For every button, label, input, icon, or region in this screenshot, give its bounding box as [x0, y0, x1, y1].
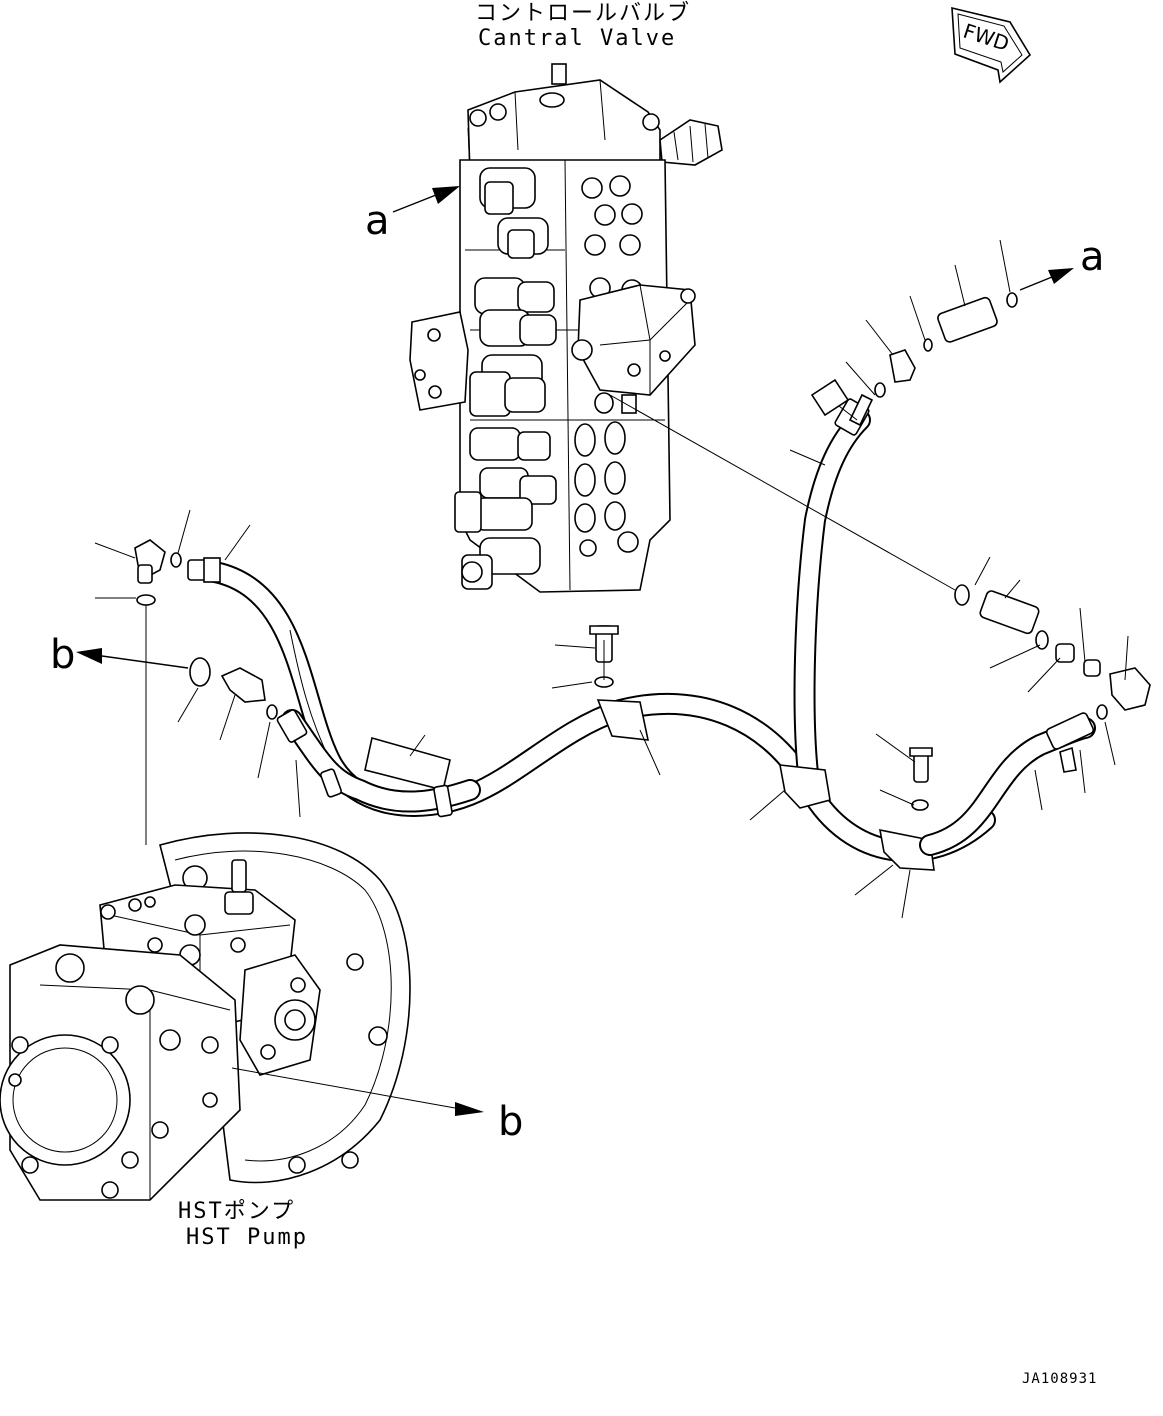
valve-spools — [454, 167, 557, 590]
control-valve — [409, 63, 723, 593]
ref-b-pump: b — [498, 1099, 523, 1145]
arrow-b-left — [76, 648, 189, 669]
leader-oring-6 — [1104, 721, 1116, 766]
leader-clamp-right-3 — [901, 869, 911, 919]
leader-bolt-right — [875, 733, 916, 763]
leader-plug-2 — [1079, 607, 1086, 663]
clamp-mid — [589, 625, 650, 741]
leader-washer-mid — [551, 681, 593, 689]
leader-fitting-right — [1079, 749, 1086, 794]
leader-hose-left — [224, 524, 251, 561]
ref-a-valve: a — [365, 198, 390, 244]
fitting-chain-top-right — [874, 292, 1018, 398]
leader-bolt-mid — [554, 644, 596, 649]
arrow-a-from-pipe — [1019, 268, 1074, 291]
leader-tag — [409, 734, 426, 757]
leader-oring-left-1 — [177, 509, 191, 554]
control-valve-jp-label: コントロールバルブ — [475, 1, 691, 26]
fwd-direction-sign: FWD — [951, 6, 1032, 84]
hst-pump-jp-label: HSTポンプ — [178, 1199, 295, 1224]
leader-oring-3 — [999, 239, 1011, 293]
leader-elbow-2 — [1124, 635, 1129, 681]
leader-hose-fitting-left — [295, 759, 301, 818]
ref-b-left: b — [50, 632, 75, 678]
leader-clamp-mid — [639, 729, 661, 776]
fitting-chain-mid-right — [954, 584, 1151, 720]
leader-clamp-right-2 — [854, 864, 894, 896]
drawing-code: JA108931 — [1022, 1371, 1097, 1387]
fitting-chain-left — [134, 539, 278, 720]
leader-elbow-left-2 — [219, 694, 236, 741]
leader-adapter-1 — [954, 264, 966, 307]
hose-tag — [810, 378, 850, 417]
ref-a-pipe: a — [1080, 234, 1105, 280]
leader-adapter-2 — [1004, 579, 1021, 599]
leader-oring-left-4 — [257, 721, 271, 779]
leader-oring-4 — [974, 556, 991, 586]
leader-valve-to-fitting — [609, 394, 956, 591]
control-valve-en-label: Cantral Valve — [478, 26, 676, 51]
leader-elbow-left — [94, 542, 136, 559]
hose-right-vertical — [793, 393, 874, 801]
leader-plug-1 — [1027, 657, 1061, 693]
leader-hose-right-2 — [1034, 769, 1043, 811]
leader-oring-2 — [909, 295, 926, 341]
leader-oring-1 — [845, 361, 876, 396]
leader-oring-5 — [989, 644, 1041, 669]
hose-right — [919, 712, 1096, 856]
arrow-a-to-valve — [392, 186, 460, 213]
arrow-b-to-pump — [231, 1067, 484, 1116]
leader-clamp-right-1 — [749, 789, 786, 821]
leader-oring-left-3 — [177, 687, 199, 723]
leader-washer-right — [879, 789, 915, 806]
leader-hose-right — [789, 449, 826, 466]
hst-pump-en-label: HST Pump — [186, 1225, 308, 1250]
hst-pump — [0, 832, 411, 1201]
hose-left — [187, 557, 996, 863]
leader-elbow-1 — [865, 319, 894, 356]
